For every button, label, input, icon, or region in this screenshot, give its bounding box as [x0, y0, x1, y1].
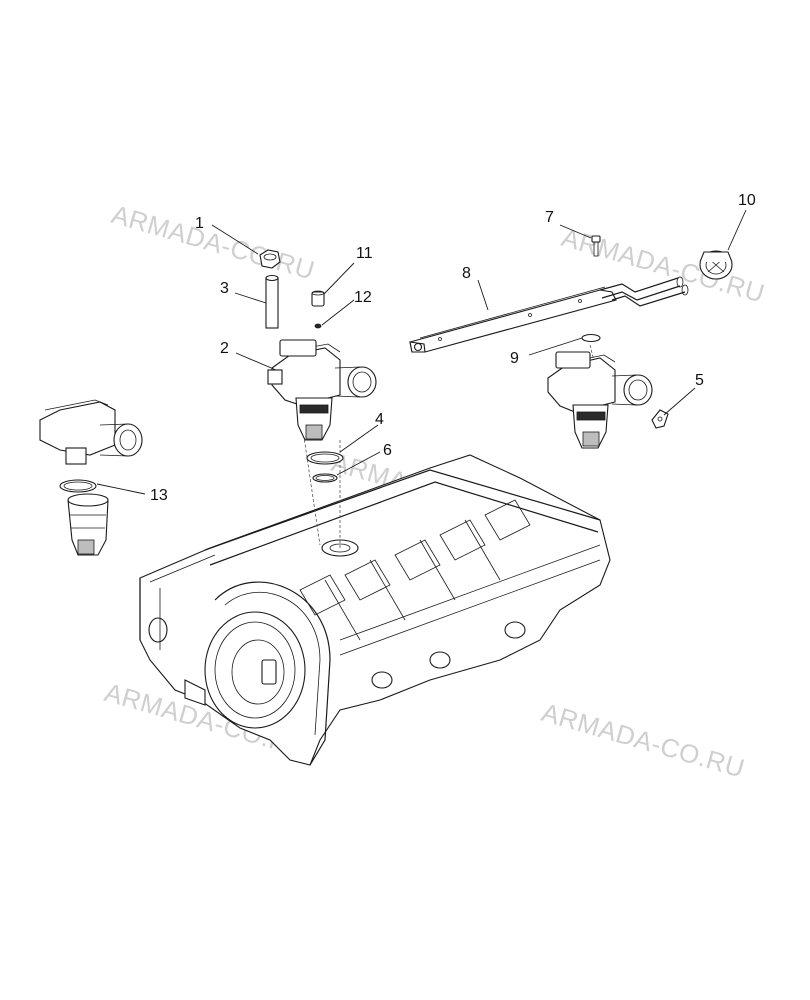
part-6-oring — [312, 473, 338, 483]
part-5-clip — [651, 409, 669, 429]
part-8-fuel-rail — [409, 276, 689, 353]
part-12-ring — [314, 323, 322, 329]
callout-4: 4 — [375, 411, 384, 428]
callout-7: 7 — [545, 209, 554, 226]
callout-5: 5 — [695, 372, 704, 389]
watermark: ARMADA-CO.RU — [538, 697, 748, 784]
part-3-pin — [265, 274, 279, 329]
callout-2: 2 — [220, 340, 229, 357]
callouts: 1 2 3 4 5 6 7 8 9 10 11 12 13 — [150, 192, 756, 504]
part-7-bolt — [591, 235, 601, 257]
part-4-oring — [306, 451, 344, 465]
callout-11: 11 — [356, 245, 373, 262]
watermark: ARMADA-CO.RU — [108, 199, 318, 286]
callout-3: 3 — [220, 280, 229, 297]
center-injector-drawing — [267, 339, 377, 548]
callout-8: 8 — [462, 265, 471, 282]
callout-6: 6 — [383, 442, 392, 459]
leader-lines — [96, 209, 747, 495]
callout-9: 9 — [510, 350, 519, 367]
left-injector-drawing — [39, 399, 143, 556]
callout-1: 1 — [195, 215, 204, 232]
part-9-oring — [581, 333, 601, 343]
callout-10: 10 — [738, 192, 756, 209]
right-injector-drawing — [547, 344, 653, 449]
part-1-nut — [259, 249, 281, 269]
callout-13: 13 — [150, 487, 168, 504]
cylinder-head-drawing — [139, 454, 611, 766]
part-10-cap — [699, 250, 733, 280]
part-11-fitting — [311, 290, 325, 307]
callout-12: 12 — [354, 289, 372, 306]
